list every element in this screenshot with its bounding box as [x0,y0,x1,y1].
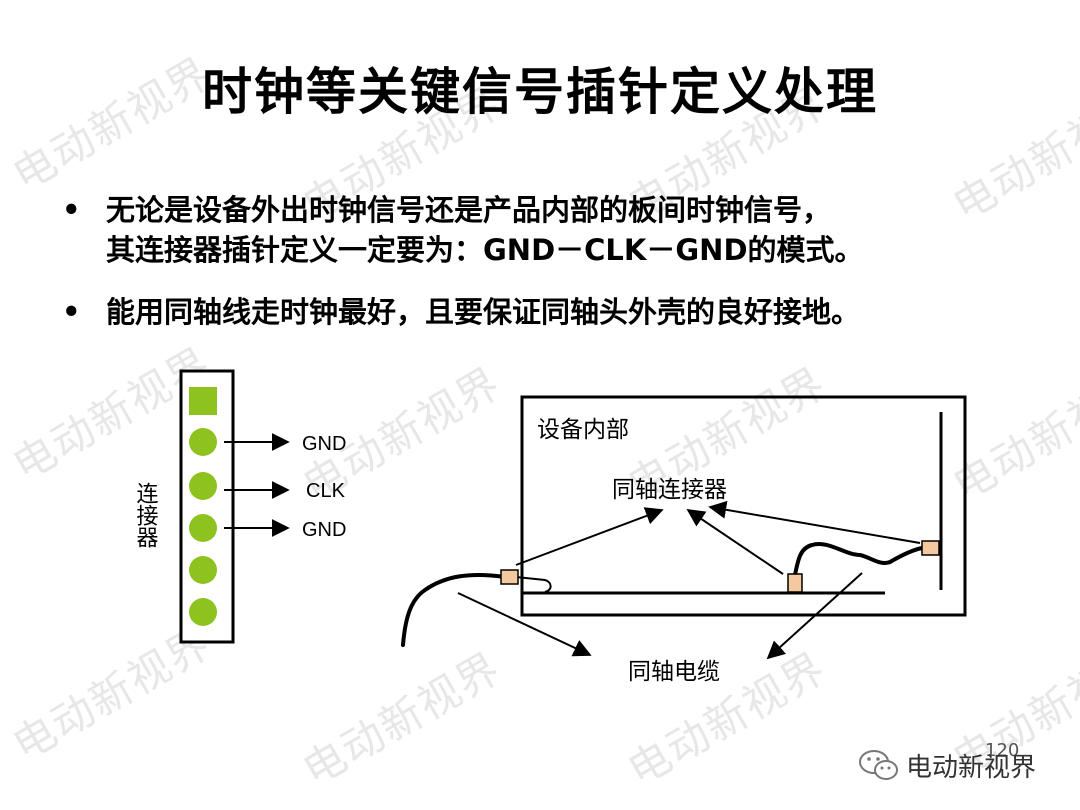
connector-pin [189,598,217,626]
label-arrow [686,508,784,575]
connector-pin [189,514,217,542]
connector-pin [189,556,217,584]
pin-signal-label: GND [302,519,346,541]
page-number: 120 [985,740,1020,761]
footer-logo-text: 电动新视界 [906,753,1037,783]
cable-arrow [766,572,863,660]
device-box [520,395,967,617]
bullet-item: • 无论是设备外出时钟信号还是产品内部的板间时钟信号， 其连接器插针定义一定要为… [60,190,1050,270]
connector-pin [189,472,217,500]
bullet-line: 能用同轴线走时钟最好，且要保证同轴头外壳的良好接地。 [106,295,861,329]
coax-connector-icon [921,540,940,556]
bullet-dot: • [62,193,81,227]
coax-connector-icon [787,573,803,593]
connector-pin-square [189,387,217,415]
device-diagram: 设备内部 同轴连接器 同轴电缆 [401,395,967,685]
bullet-list: • 无论是设备外出时钟信号还是产品内部的板间时钟信号， 其连接器插针定义一定要为… [60,190,1050,354]
cable-to-board [515,576,552,593]
slide-title: 时钟等关键信号插针定义处理 [202,63,878,121]
external-coax-cable [401,572,507,647]
connector-diagram: GND CLK GND 连接器 [133,369,346,644]
device-box-label: 设备内部 [537,417,629,443]
footer-logo: 电动新视界 [858,745,1058,785]
bullet-item: • 能用同轴线走时钟最好，且要保证同轴头外壳的良好接地。 [60,292,1050,332]
coax-cable-label: 同轴电缆 [628,659,720,685]
pin-signal-label: CLK [306,480,346,502]
coax-connector-icon [500,569,519,585]
coax-connector-label: 同轴连接器 [612,477,727,503]
bullet-line: 无论是设备外出时钟信号还是产品内部的板间时钟信号， [106,193,832,227]
pin-signal-label: GND [302,433,346,455]
cable-arrow [457,592,592,657]
connector-body [179,369,235,644]
connector-label: 连接器 [133,482,159,548]
bullet-line: 其连接器插针定义一定要为：GND－CLK－GND的模式。 [106,233,864,267]
bullet-dot: • [62,295,81,329]
connector-pin [189,428,217,456]
internal-coax-cable [793,541,924,577]
wechat-chat-icon [859,750,898,780]
label-arrow [708,500,921,544]
label-arrow [515,507,664,566]
